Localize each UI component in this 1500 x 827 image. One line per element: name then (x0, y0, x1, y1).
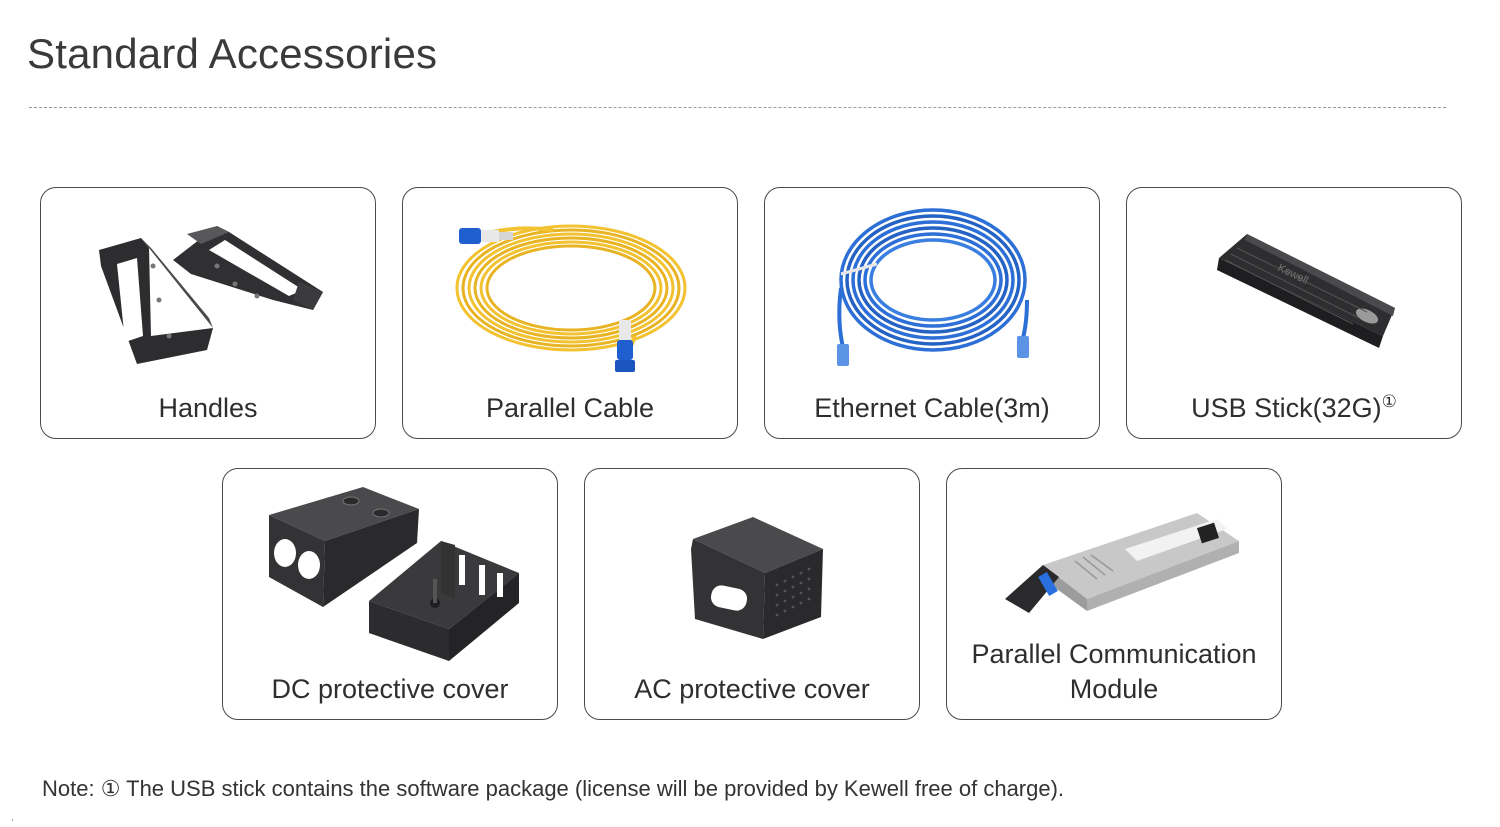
ac-cover-icon (585, 469, 919, 669)
accessory-card-ac-cover: AC protective cover (584, 468, 920, 720)
corner-mark: ' (12, 818, 14, 827)
accessory-label: USB Stick(32G)① (1191, 392, 1397, 423)
handles-bracket-icon (41, 188, 375, 388)
accessory-label: Parallel Cable (485, 393, 655, 423)
page-title: Standard Accessories (27, 30, 438, 77)
title-divider (29, 107, 1446, 108)
footnote-note: Note: ① The USB stick contains the softw… (42, 776, 1065, 801)
accessory-card-dc-cover: DC protective cover (222, 468, 558, 720)
accessory-card-parallel-cable: Parallel Cable (402, 187, 738, 439)
accessory-card-ethernet-cable: Ethernet Cable(3m) (764, 187, 1100, 439)
usb-stick-icon: Kewell (1127, 188, 1461, 388)
accessory-card-handles: Handles (40, 187, 376, 439)
yellow-fiber-cable-icon (403, 188, 737, 388)
dc-cover-icon (223, 469, 557, 669)
accessory-label: Handles (158, 393, 258, 423)
accessory-label: Ethernet Cable(3m) (814, 393, 1050, 423)
accessory-label: DC protective cover (271, 674, 509, 704)
blue-ethernet-cable-icon (765, 188, 1099, 388)
accessory-label: AC protective cover (634, 674, 870, 704)
footnote-mark: ① (1381, 392, 1397, 411)
accessory-label: Parallel Communication Module (971, 639, 1257, 704)
sfp-module-icon (947, 469, 1281, 669)
accessory-card-usb-stick: Kewell USB Stick(32G)① (1126, 187, 1462, 439)
accessory-card-parallel-module: Parallel Communication Module (946, 468, 1282, 720)
